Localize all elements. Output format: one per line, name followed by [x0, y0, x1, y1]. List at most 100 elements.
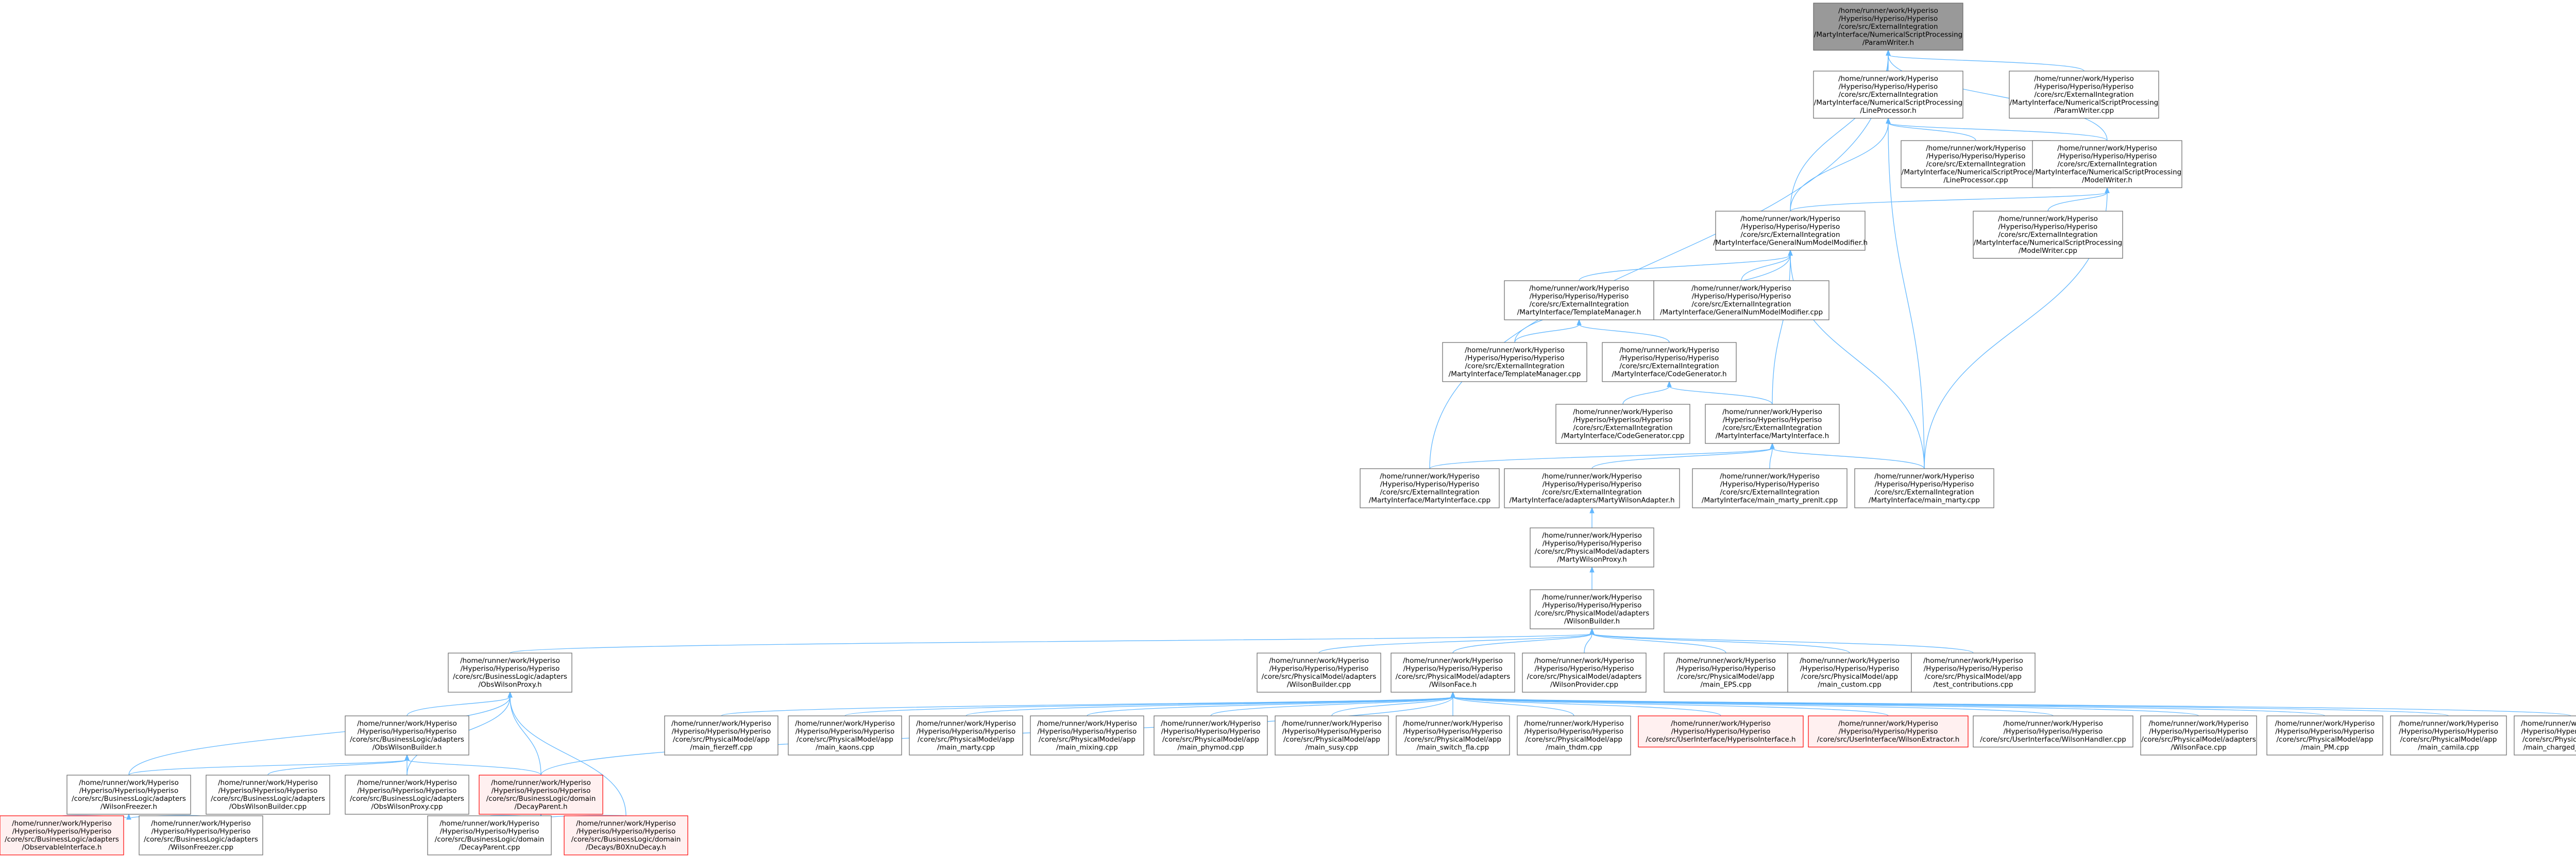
- dependency-edge: [1514, 324, 1580, 343]
- file-node-n32[interactable]: /home/runner/work/Hyperiso/Hyperiso/Hype…: [1275, 715, 1389, 756]
- file-path-line: /Hyperiso/Hyperiso/Hyperiso: [461, 665, 560, 673]
- file-path-line: /Hyperiso/Hyperiso/Hyperiso: [1038, 728, 1137, 736]
- file-node-n33[interactable]: /home/runner/work/Hyperiso/Hyperiso/Hype…: [1396, 715, 1510, 756]
- file-node-n6[interactable]: /home/runner/work/Hyperiso/Hyperiso/Hype…: [1973, 211, 2123, 259]
- file-node-box: [1530, 589, 1654, 629]
- file-node-n26[interactable]: /home/runner/work/Hyperiso/Hyperiso/Hype…: [345, 715, 469, 756]
- file-path-line: /MartyInterface/TemplateManager.cpp: [1449, 370, 1581, 379]
- file-path-line: /core/src/BusinessLogic/adapters: [211, 795, 325, 803]
- file-node-box: [479, 775, 603, 815]
- file-path-line: /core/src/UserInterface/HyperisoInterfac…: [1646, 735, 1795, 744]
- file-node-box: [1973, 211, 2123, 259]
- file-path-line: /home/runner/work/Hyperiso: [2275, 719, 2375, 728]
- file-node-n18[interactable]: /home/runner/work/Hyperiso/Hyperiso/Hype…: [1530, 589, 1654, 629]
- file-path-line: /Hyperiso/Hyperiso/Hyperiso: [672, 728, 771, 736]
- file-node-n36[interactable]: /home/runner/work/Hyperiso/Hyperiso/Hype…: [1808, 715, 1969, 748]
- edge-arrowhead: [1450, 691, 1455, 698]
- file-path-line: /core/src/PhysicalModel/app: [1677, 673, 1774, 681]
- file-node-n2[interactable]: /home/runner/work/Hyperiso/Hyperiso/Hype…: [2009, 71, 2159, 119]
- file-path-line: /home/runner/work/Hyperiso: [1720, 472, 1820, 481]
- file-node-n46[interactable]: /home/runner/work/Hyperiso/Hyperiso/Hype…: [0, 815, 124, 855]
- file-node-n40[interactable]: /home/runner/work/Hyperiso/Hyperiso/Hype…: [2390, 715, 2507, 756]
- file-node-box: [2032, 140, 2182, 188]
- file-node-n49[interactable]: /home/runner/work/Hyperiso/Hyperiso/Hype…: [564, 815, 688, 855]
- file-node-n9[interactable]: /home/runner/work/Hyperiso/Hyperiso/Hype…: [1442, 342, 1587, 382]
- file-path-line: /home/runner/work/Hyperiso: [1722, 408, 1822, 416]
- file-path-line: /Hyperiso/Hyperiso/Hyperiso: [79, 787, 178, 795]
- file-node-n8[interactable]: /home/runner/work/Hyperiso/Hyperiso/Hype…: [1653, 280, 1829, 320]
- file-node-n0[interactable]: /home/runner/work/Hyperiso/Hyperiso/Hype…: [1813, 3, 1963, 51]
- file-node-n41[interactable]: /home/runner/work/Hyperiso/Hyperiso/Hype…: [2514, 715, 2576, 756]
- file-node-n24[interactable]: /home/runner/work/Hyperiso/Hyperiso/Hype…: [1787, 653, 1912, 693]
- file-path-line: /main_fierzeff.cpp: [690, 744, 753, 752]
- file-node-n37[interactable]: /home/runner/work/Hyperiso/Hyperiso/Hype…: [1973, 715, 2133, 748]
- file-path-line: /core/src/PhysicalModel/adapters: [1535, 609, 1649, 618]
- file-node-n3[interactable]: /home/runner/work/Hyperiso/Hyperiso/Hype…: [1901, 140, 2051, 188]
- file-path-line: /Hyperiso/Hyperiso/Hyperiso: [1269, 665, 1368, 673]
- file-path-line: /core/src/BusinessLogic/adapters: [350, 735, 464, 744]
- file-node-n27[interactable]: /home/runner/work/Hyperiso/Hyperiso/Hype…: [664, 715, 778, 756]
- file-node-n14[interactable]: /home/runner/work/Hyperiso/Hyperiso/Hype…: [1504, 468, 1680, 508]
- file-node-n43[interactable]: /home/runner/work/Hyperiso/Hyperiso/Hype…: [206, 775, 330, 815]
- file-node-n47[interactable]: /home/runner/work/Hyperiso/Hyperiso/Hype…: [139, 815, 263, 855]
- file-node-n13[interactable]: /home/runner/work/Hyperiso/Hyperiso/Hype…: [1360, 468, 1500, 508]
- file-node-n17[interactable]: /home/runner/work/Hyperiso/Hyperiso/Hype…: [1530, 527, 1654, 568]
- file-path-line: /core/src/BusinessLogic/adapters: [144, 835, 258, 844]
- file-path-line: /core/src/PhysicalModel/adapters: [1262, 673, 1376, 681]
- file-node-n10[interactable]: /home/runner/work/Hyperiso/Hyperiso/Hype…: [1602, 342, 1737, 382]
- dependency-edge: [1452, 696, 1721, 716]
- file-path-line: /core/src/ExternalIntegration: [1723, 424, 1822, 432]
- edge-arrowhead: [126, 813, 131, 820]
- file-path-line: /home/runner/work/Hyperiso: [1524, 719, 1624, 728]
- file-node-n25[interactable]: /home/runner/work/Hyperiso/Hyperiso/Hype…: [1911, 653, 2036, 693]
- file-node-n29[interactable]: /home/runner/work/Hyperiso/Hyperiso/Hype…: [909, 715, 1023, 756]
- file-node-n4[interactable]: /home/runner/work/Hyperiso/Hyperiso/Hype…: [2032, 140, 2182, 188]
- file-path-line: /core/src/PhysicalModel/app: [2276, 735, 2373, 744]
- file-path-line: /Hyperiso/Hyperiso/Hyperiso: [1530, 293, 1629, 301]
- file-node-n31[interactable]: /home/runner/work/Hyperiso/Hyperiso/Hype…: [1154, 715, 1268, 756]
- file-path-line: /home/runner/work/Hyperiso: [12, 819, 112, 828]
- file-node-n30[interactable]: /home/runner/work/Hyperiso/Hyperiso/Hype…: [1030, 715, 1144, 756]
- file-node-n1[interactable]: /home/runner/work/Hyperiso/Hyperiso/Hype…: [1813, 71, 1963, 119]
- file-path-line: /Hyperiso/Hyperiso/Hyperiso: [1676, 665, 1775, 673]
- dependency-edge: [1772, 254, 1791, 405]
- file-node-box: [1705, 404, 1840, 444]
- file-node-n35[interactable]: /home/runner/work/Hyperiso/Hyperiso/Hype…: [1638, 715, 1804, 748]
- file-path-line: /home/runner/work/Hyperiso: [2057, 144, 2157, 152]
- file-node-box: [2390, 715, 2507, 756]
- file-node-n48[interactable]: /home/runner/work/Hyperiso/Hyperiso/Hype…: [427, 815, 552, 855]
- file-node-box: [2514, 715, 2576, 756]
- file-path-line: /core/src/ExternalIntegration: [2058, 160, 2157, 168]
- file-node-n44[interactable]: /home/runner/work/Hyperiso/Hyperiso/Hype…: [345, 775, 469, 815]
- file-path-line: /core/src/ExternalIntegration: [1998, 231, 2098, 239]
- file-node-box: [0, 815, 124, 855]
- file-node-n15[interactable]: /home/runner/work/Hyperiso/Hyperiso/Hype…: [1692, 468, 1848, 508]
- file-node-n38[interactable]: /home/runner/work/Hyperiso/Hyperiso/Hype…: [2140, 715, 2257, 756]
- file-node-n19[interactable]: /home/runner/work/Hyperiso/Hyperiso/Hype…: [448, 653, 572, 693]
- edge-arrowhead: [1886, 117, 1891, 124]
- file-node-n16[interactable]: /home/runner/work/Hyperiso/Hyperiso/Hype…: [1854, 468, 1994, 508]
- file-node-n20[interactable]: /home/runner/work/Hyperiso/Hyperiso/Hype…: [1257, 653, 1381, 693]
- edge-arrowhead: [1886, 49, 1891, 56]
- file-path-line: /core/src/PhysicalModel/app: [918, 735, 1014, 744]
- file-path-line: /Hyperiso/Hyperiso/Hyperiso: [218, 787, 317, 795]
- file-node-n23[interactable]: /home/runner/work/Hyperiso/Hyperiso/Hype…: [1664, 653, 1788, 693]
- file-node-n42[interactable]: /home/runner/work/Hyperiso/Hyperiso/Hype…: [66, 775, 191, 815]
- file-node-n45[interactable]: /home/runner/work/Hyperiso/Hyperiso/Hype…: [479, 775, 603, 815]
- file-path-line: /core/src/PhysicalModel/adapters: [1535, 547, 1649, 556]
- file-path-line: /core/src/PhysicalModel/app: [1925, 673, 2022, 681]
- file-node-n5[interactable]: /home/runner/work/Hyperiso/Hyperiso/Hype…: [1713, 211, 1868, 251]
- file-node-n28[interactable]: /home/runner/work/Hyperiso/Hyperiso/Hype…: [788, 715, 902, 756]
- file-node-n11[interactable]: /home/runner/work/Hyperiso/Hyperiso/Hype…: [1555, 404, 1690, 444]
- file-node-n39[interactable]: /home/runner/work/Hyperiso/Hyperiso/Hype…: [2266, 715, 2383, 756]
- file-path-line: /home/runner/work/Hyperiso: [1403, 719, 1503, 728]
- file-node-box: [2009, 71, 2159, 119]
- file-path-line: /main_switch_fla.cpp: [1417, 744, 1489, 752]
- file-node-n34[interactable]: /home/runner/work/Hyperiso/Hyperiso/Hype…: [1517, 715, 1631, 756]
- file-node-n12[interactable]: /home/runner/work/Hyperiso/Hyperiso/Hype…: [1705, 404, 1840, 444]
- file-node-n22[interactable]: /home/runner/work/Hyperiso/Hyperiso/Hype…: [1522, 653, 1647, 693]
- file-path-line: /Hyperiso/Hyperiso/Hyperiso: [795, 728, 894, 736]
- file-node-n7[interactable]: /home/runner/work/Hyperiso/Hyperiso/Hype…: [1504, 280, 1654, 320]
- file-node-n21[interactable]: /home/runner/work/Hyperiso/Hyperiso/Hype…: [1391, 653, 1515, 693]
